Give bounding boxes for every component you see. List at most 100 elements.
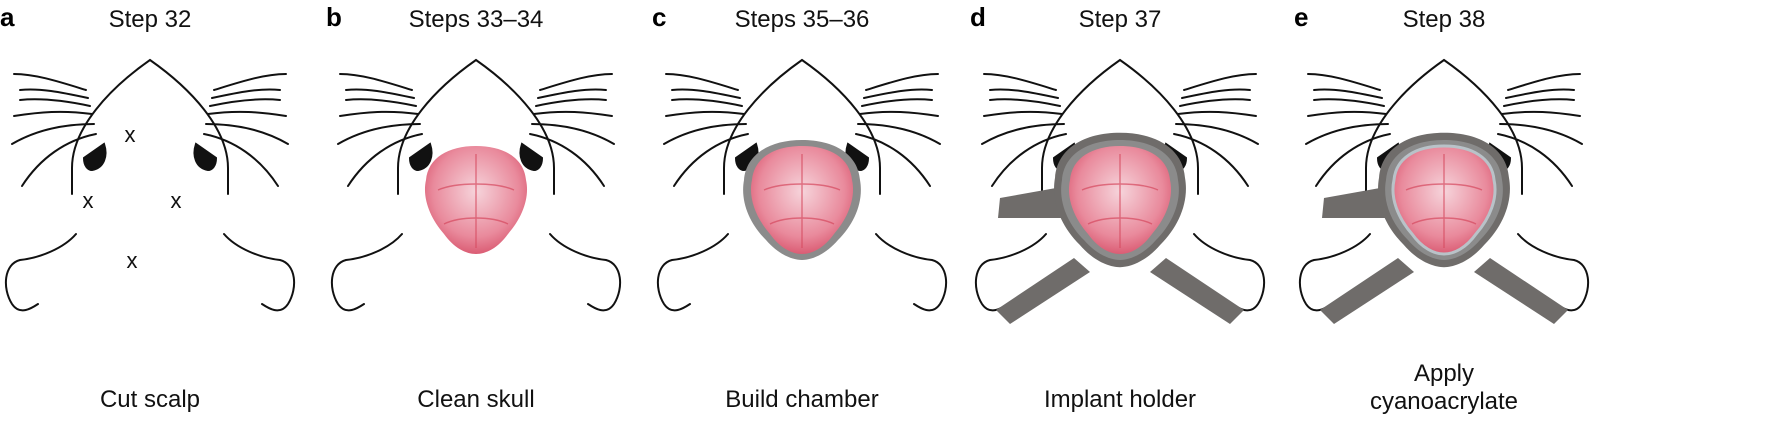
head-outline: [397, 58, 555, 195]
coronal-suture: [437, 183, 515, 191]
lambdoid-suture: [1087, 217, 1153, 225]
whisker-left: [1315, 133, 1391, 187]
whisker-right: [533, 110, 613, 117]
shoulder-right: [1193, 233, 1266, 312]
mouse-head-diagram: [330, 58, 622, 312]
shoulder-left: [330, 233, 403, 312]
step-title: Step 32: [108, 6, 192, 33]
whisker-left: [1305, 123, 1389, 145]
step-caption: Implant holder: [970, 386, 1270, 414]
whisker-left: [673, 133, 749, 187]
whisker-right: [857, 123, 941, 145]
outline-group: [4, 58, 296, 312]
whisker-right: [211, 88, 281, 99]
whisker-left: [13, 110, 93, 117]
incision-mark: x: [125, 122, 136, 147]
whisker-left: [19, 98, 91, 107]
panel-label: b: [326, 2, 342, 32]
whisker-left: [671, 88, 741, 99]
whisker-right: [531, 123, 615, 145]
whisker-left: [1313, 98, 1385, 107]
caption-line: Build chamber: [725, 386, 879, 413]
step-caption: Build chamber: [652, 386, 952, 414]
whisker-left: [671, 98, 743, 107]
whisker-left: [989, 98, 1061, 107]
step-caption: Cut scalp: [0, 386, 300, 414]
whisker-right: [535, 98, 607, 107]
whisker-left: [13, 73, 87, 91]
lambdoid-suture: [769, 217, 835, 225]
step-title: Steps 33–34: [408, 6, 544, 33]
panel-label: c: [652, 2, 667, 32]
whisker-left: [19, 88, 89, 99]
caption-line: Implant holder: [1043, 386, 1197, 413]
caption-line: Apply: [1413, 360, 1475, 387]
whisker-right: [213, 73, 287, 91]
whisker-right: [1507, 73, 1581, 91]
shoulder-right: [223, 233, 296, 312]
whisker-right: [1181, 88, 1251, 99]
holder-arm-left: [1322, 188, 1390, 218]
step-caption: Clean skull: [326, 386, 626, 414]
panel-label: a: [0, 2, 15, 32]
whisker-left: [983, 73, 1057, 91]
whisker-right: [1501, 110, 1581, 117]
panel-label: e: [1294, 2, 1309, 32]
shoulder-left: [656, 233, 729, 312]
whisker-right: [539, 73, 613, 91]
eye-left: [408, 142, 433, 172]
lambdoid-suture: [1411, 217, 1477, 225]
whisker-left: [339, 110, 419, 117]
caption-line: cyanoacrylate: [1369, 388, 1519, 415]
shoulder-left: [974, 233, 1047, 312]
coronal-suture: [1405, 183, 1483, 191]
panel-label: d: [970, 2, 986, 32]
holder-leg-left: [996, 258, 1090, 324]
whisker-right: [859, 110, 939, 117]
whisker-right: [1179, 98, 1251, 107]
whisker-left: [663, 123, 747, 145]
skull-sutures: [1081, 154, 1159, 248]
incision-mark: x: [127, 248, 138, 273]
whisker-right: [537, 88, 607, 99]
incision-mark: x: [171, 188, 182, 213]
whisker-left: [1307, 110, 1387, 117]
whisker-right: [207, 110, 287, 117]
step-title: Steps 35–36: [734, 6, 870, 33]
whisker-left: [1307, 73, 1381, 91]
panel-c: c Steps 35–36 Build chamber: [652, 0, 1012, 424]
head-outline: [71, 58, 229, 195]
whisker-right: [1499, 123, 1583, 145]
whisker-right: [205, 123, 289, 145]
whisker-left: [665, 110, 745, 117]
panel-d: d Step 37 Implant holder: [970, 0, 1330, 424]
step-title: Step 37: [1078, 6, 1162, 33]
whisker-left: [21, 133, 97, 187]
whisker-left: [1313, 88, 1383, 99]
shoulder-left: [4, 233, 77, 312]
whisker-left: [345, 98, 417, 107]
whisker-left: [347, 133, 423, 187]
whisker-left: [337, 123, 421, 145]
whisker-right: [1503, 98, 1575, 107]
whisker-right: [203, 133, 279, 187]
whisker-left: [345, 88, 415, 99]
whisker-right: [209, 98, 281, 107]
whisker-right: [1183, 73, 1257, 91]
panel-b: b Steps 33–34 Clean skull: [326, 0, 686, 424]
skull-sutures: [1405, 154, 1483, 248]
whisker-left: [991, 133, 1067, 187]
whisker-right: [1175, 123, 1259, 145]
step-caption: Apply cyanoacrylate: [1294, 360, 1594, 416]
caption-line: Cut scalp: [99, 386, 201, 413]
holder-leg-left: [1320, 258, 1414, 324]
caption-line: Clean skull: [417, 386, 535, 413]
eye-right: [193, 142, 218, 172]
panel-e: e Step 38 Apply cyanoacrylate: [1294, 0, 1654, 424]
outline-group: [330, 58, 622, 312]
whisker-left: [665, 73, 739, 91]
whisker-right: [855, 133, 931, 187]
skull-sutures: [437, 154, 515, 248]
